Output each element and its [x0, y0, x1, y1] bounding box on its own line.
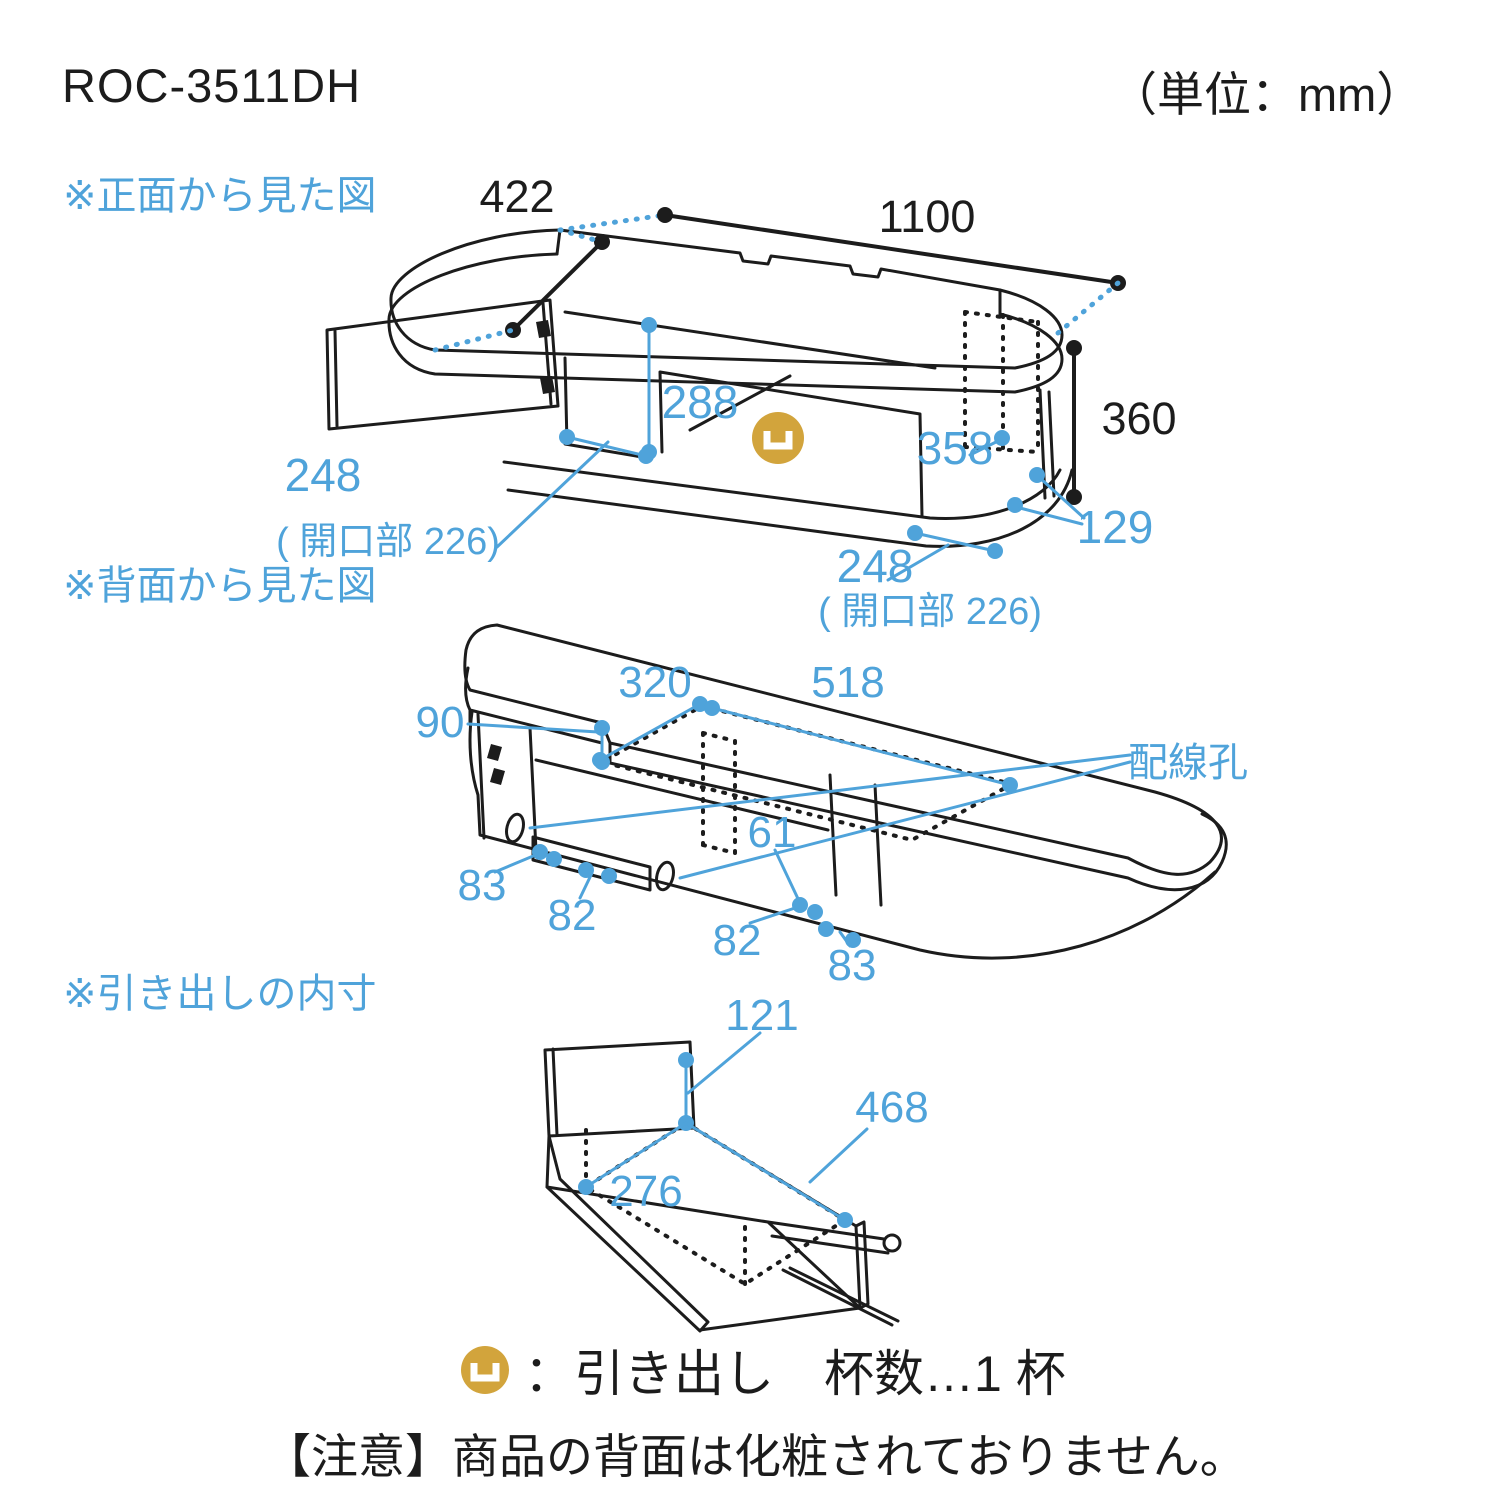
dim-back-left-leg: 82 [548, 891, 597, 940]
dim-drawer-depth: 276 [609, 1167, 682, 1216]
dim-back-left-corner: 83 [458, 861, 507, 910]
dim-front-height: 360 [1101, 393, 1176, 444]
back-top-board-edge [464, 666, 1228, 892]
back-view-title: ※背面から見た図 [63, 564, 377, 608]
dim-back-edge-offset: 90 [416, 698, 465, 747]
drawer-back-wall [543, 1040, 696, 1138]
back-view-drawing: 320 518 90 配線孔 61 83 82 82 83 [416, 623, 1248, 990]
front-top-board-edge [387, 252, 1064, 394]
cable-hole-right [655, 860, 675, 892]
front-hidden-compartment [963, 310, 1040, 454]
drawer-drawing: 121 468 276 [543, 991, 929, 1333]
front-view-title: ※正面から見た図 [63, 174, 377, 218]
unit-note: （単位：mm） [1110, 68, 1424, 121]
front-open-door [325, 298, 560, 431]
dim-front-depth: 422 [479, 171, 554, 222]
legend-text: ：引き出し 杯数…1 杯 [524, 1346, 1066, 1402]
page-title: ROC-3511DH [62, 59, 362, 112]
dim-front-right-opening-note: ( 開口部 226) [818, 591, 1042, 633]
dim-front-width: 1100 [879, 191, 976, 242]
drawer-rail [766, 1220, 900, 1327]
dim-back-center-offset: 61 [748, 808, 797, 857]
caution-note: 【注意】商品の背面は化粧されておりません。 [264, 1430, 1247, 1483]
dim-drawer-width: 468 [855, 1083, 928, 1132]
dim-back-clearance-width: 518 [811, 658, 884, 707]
front-center-back-panel [658, 370, 924, 518]
dim-back-clearance-depth: 320 [618, 658, 691, 707]
dim-front-inner-height: 288 [662, 376, 739, 428]
back-top-clearance [596, 703, 1018, 843]
cable-hole-label: 配線孔 [1128, 741, 1248, 785]
drawer-view-title: ※引き出しの内寸 [63, 972, 377, 1016]
dim-front-right-inner-height: 358 [917, 422, 994, 474]
front-base [502, 460, 1074, 548]
front-view-drawing: 422 1100 360 288 358 248 ( 開口部 226) 248 … [276, 171, 1176, 633]
front-top-board [389, 228, 1064, 370]
door-hinge-icon [536, 320, 555, 394]
drawer-icon [461, 1346, 509, 1394]
drawer-side-wall [545, 1134, 710, 1333]
legend: ：引き出し 杯数…1 杯 [460, 1334, 1066, 1406]
dim-front-left-opening: 248 [285, 449, 362, 501]
dim-front-left-opening-note: ( 開口部 226) [276, 521, 500, 563]
front-interior-ceiling [563, 310, 937, 370]
back-hinge-icon [487, 744, 505, 785]
cable-hole-left [505, 812, 525, 844]
dim-back-right-leg: 82 [713, 916, 762, 965]
dim-drawer-height: 121 [725, 991, 798, 1040]
dim-front-corner-depth: 129 [1077, 501, 1154, 553]
dim-front-right-opening: 248 [837, 540, 914, 592]
dim-back-right-corner: 83 [828, 941, 877, 990]
drawer-icon [752, 412, 804, 464]
rail-roller [882, 1233, 902, 1253]
back-body [468, 710, 1217, 960]
